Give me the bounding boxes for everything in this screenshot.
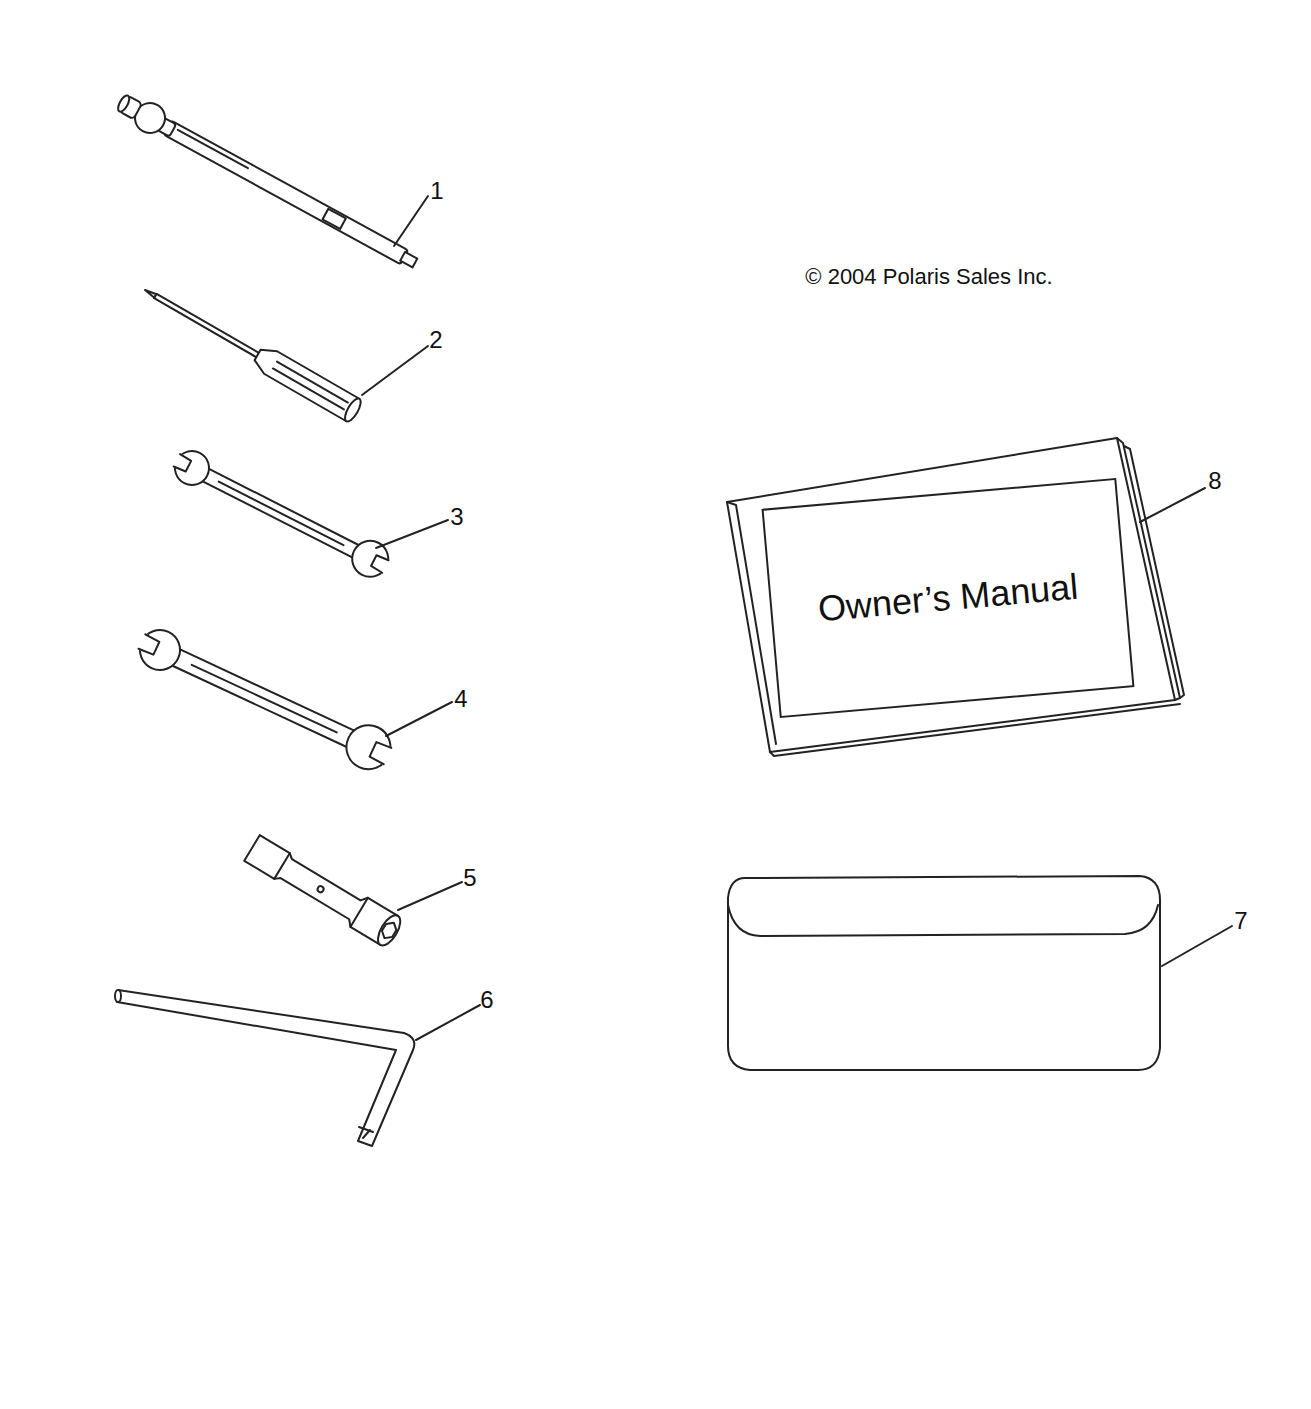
- callout-number: 1: [430, 179, 443, 203]
- owners-manual-book: [727, 438, 1184, 756]
- callout-number: 2: [429, 328, 442, 352]
- tube-socket: [243, 833, 405, 949]
- callout-number: 5: [463, 866, 476, 890]
- callout-number: 6: [480, 988, 493, 1012]
- tool-pouch: [728, 876, 1160, 1070]
- callout-number: 3: [450, 505, 463, 529]
- pressure-gauge: [113, 89, 422, 277]
- open-end-wrench: [129, 620, 400, 778]
- open-end-wrench: [166, 443, 396, 584]
- screwdriver: [139, 279, 364, 424]
- callout-number: 4: [454, 687, 467, 711]
- cover-title: Owner’s Manual: [816, 566, 1079, 631]
- manual-cover: Owner’s Manual: [762, 478, 1135, 718]
- callout-number: 8: [1208, 469, 1221, 493]
- hex-key: [115, 990, 414, 1146]
- copyright-note: © 2004 Polaris Sales Inc.: [805, 266, 1052, 288]
- callout-number: 7: [1234, 909, 1247, 933]
